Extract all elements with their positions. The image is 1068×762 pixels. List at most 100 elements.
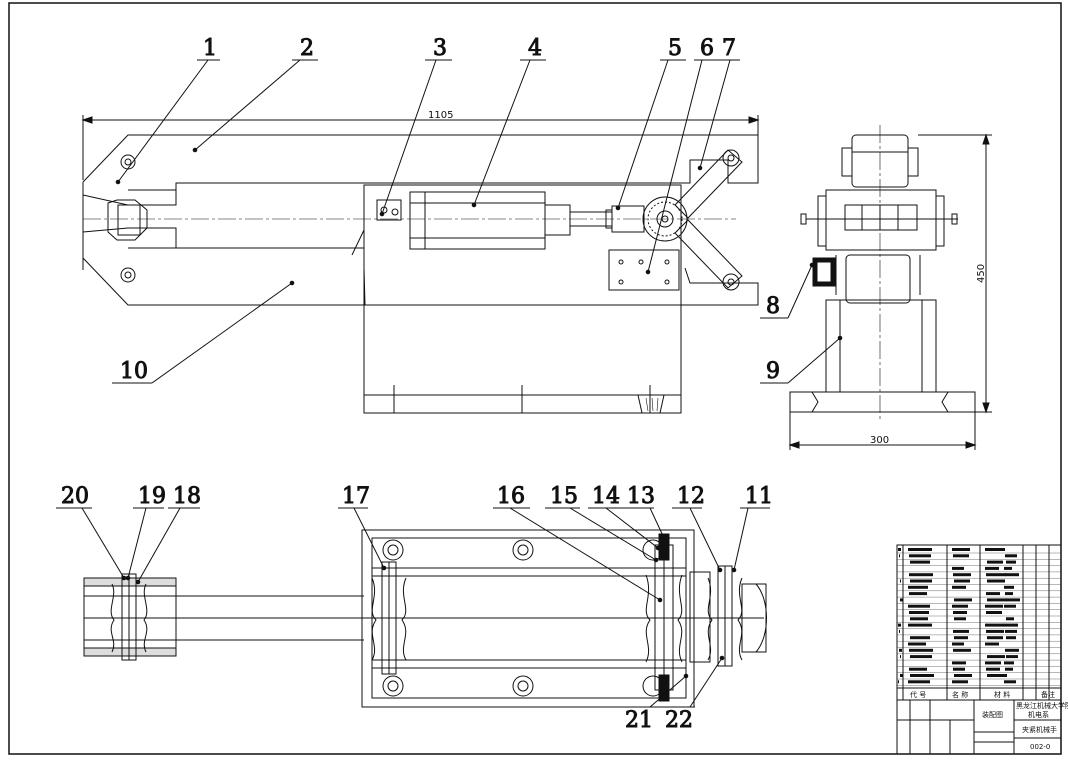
parts-list-cell bbox=[985, 548, 1005, 551]
parts-list-cell bbox=[986, 611, 1002, 614]
parts-list-cell bbox=[953, 629, 969, 633]
leader-end-3 bbox=[379, 211, 385, 217]
dim-overall-length: 1105 bbox=[428, 110, 453, 121]
balloon-12: 12 bbox=[677, 484, 705, 509]
parts-list-cell bbox=[986, 573, 1006, 577]
balloon-15: 15 bbox=[550, 484, 578, 509]
parts-list-cell bbox=[952, 661, 966, 665]
leader-end-6 bbox=[645, 269, 651, 275]
parts-list-cell bbox=[952, 585, 966, 589]
leader-8 bbox=[787, 264, 813, 319]
balloon-6: 6 bbox=[700, 36, 714, 61]
title-block bbox=[896, 544, 1062, 755]
leader-5 bbox=[617, 59, 669, 209]
parts-list-cell bbox=[910, 636, 930, 640]
leader-lines bbox=[56, 59, 843, 708]
parts-list-cell bbox=[952, 548, 970, 551]
parts-list-cell bbox=[985, 661, 1001, 665]
parts-list-cell bbox=[954, 598, 972, 602]
leader-16 bbox=[509, 507, 661, 601]
leader-end-20 bbox=[121, 575, 127, 581]
parts-list-cell bbox=[1004, 566, 1012, 570]
leader-19 bbox=[127, 507, 147, 579]
balloon-19: 19 bbox=[138, 484, 166, 509]
parts-list-cell bbox=[985, 604, 1003, 608]
leader-7 bbox=[699, 59, 731, 169]
parts-list-rows bbox=[897, 548, 1061, 686]
balloon-16: 16 bbox=[497, 484, 525, 509]
parts-list-cell bbox=[985, 566, 999, 570]
parts-list-cell bbox=[954, 617, 966, 621]
balloon-22: 22 bbox=[665, 708, 693, 733]
tb-drawing-number: 002-0 bbox=[1030, 743, 1050, 751]
leader-end-13 bbox=[661, 535, 667, 541]
balloon-5: 5 bbox=[668, 36, 682, 61]
parts-list-cell bbox=[1006, 560, 1016, 564]
parts-list-cell bbox=[953, 554, 969, 558]
parts-list-cell bbox=[909, 667, 927, 671]
parts-list-cell bbox=[908, 604, 930, 608]
leader-15 bbox=[569, 507, 657, 561]
parts-list-cell bbox=[987, 674, 1007, 677]
leader-end-21 bbox=[683, 673, 689, 679]
dim-base-width: 300 bbox=[870, 435, 889, 446]
leader-11 bbox=[733, 507, 749, 571]
parts-list-cell bbox=[1005, 648, 1019, 652]
balloon-1: 1 bbox=[203, 36, 217, 61]
balloon-13: 13 bbox=[627, 484, 655, 509]
leader-13 bbox=[649, 507, 665, 539]
parts-list-cell bbox=[954, 579, 970, 583]
parts-list-cell bbox=[899, 648, 902, 652]
parts-list-cell bbox=[1006, 636, 1016, 640]
balloon-11: 11 bbox=[745, 484, 773, 509]
parts-list-cell bbox=[987, 579, 1005, 583]
balloon-2: 2 bbox=[300, 36, 314, 61]
balloon-8: 8 bbox=[766, 294, 780, 319]
balloon-10: 10 bbox=[120, 359, 148, 384]
tb-col-name: 名 称 bbox=[952, 690, 968, 699]
parts-list-cell bbox=[987, 636, 1003, 640]
leader-end-1 bbox=[115, 179, 121, 185]
leader-end-16 bbox=[657, 597, 663, 603]
leader-6 bbox=[647, 59, 703, 273]
parts-list-cell bbox=[898, 548, 901, 551]
side-view bbox=[788, 125, 992, 450]
leader-end-19 bbox=[125, 575, 131, 581]
parts-list-cell bbox=[953, 573, 971, 577]
balloon-14: 14 bbox=[592, 484, 620, 509]
parts-list-cell bbox=[1005, 573, 1019, 577]
parts-list-cell bbox=[952, 642, 964, 646]
parts-list-cell bbox=[908, 548, 932, 551]
tb-col-remark: 备注 bbox=[1041, 690, 1055, 699]
balloon-17: 17 bbox=[342, 484, 370, 509]
parts-list-cell bbox=[986, 629, 1004, 633]
parts-list-cell bbox=[908, 642, 926, 646]
top-view bbox=[83, 529, 767, 708]
tb-drawing-name: 夹紧机械手 bbox=[1022, 725, 1057, 734]
parts-list-cell bbox=[900, 674, 903, 677]
leader-3 bbox=[381, 59, 437, 215]
parts-list-cell bbox=[909, 573, 933, 577]
parts-list-cell bbox=[953, 648, 971, 652]
leader-end-15 bbox=[653, 557, 659, 563]
parts-list-cell bbox=[1004, 661, 1014, 665]
leader-18 bbox=[137, 507, 181, 583]
parts-list-cell bbox=[1006, 617, 1014, 621]
leader-9 bbox=[787, 337, 841, 384]
parts-list-cell bbox=[910, 655, 932, 659]
tb-school: 黑龙江机械大学院 bbox=[1016, 701, 1068, 710]
leader-end-8 bbox=[809, 262, 815, 268]
parts-list-cell bbox=[910, 617, 928, 621]
leader-end-17 bbox=[381, 565, 387, 571]
leader-end-10 bbox=[289, 280, 295, 286]
tb-col-material: 材 料 bbox=[994, 690, 1010, 699]
parts-list-cell bbox=[1005, 554, 1017, 558]
parts-list-cell bbox=[900, 579, 901, 583]
leader-10 bbox=[151, 282, 293, 384]
parts-list-cell bbox=[909, 611, 929, 614]
parts-list-cell bbox=[1004, 623, 1018, 627]
parts-list-cell bbox=[910, 579, 932, 583]
leader-end-4 bbox=[471, 202, 477, 208]
parts-list-cell bbox=[1006, 655, 1018, 659]
